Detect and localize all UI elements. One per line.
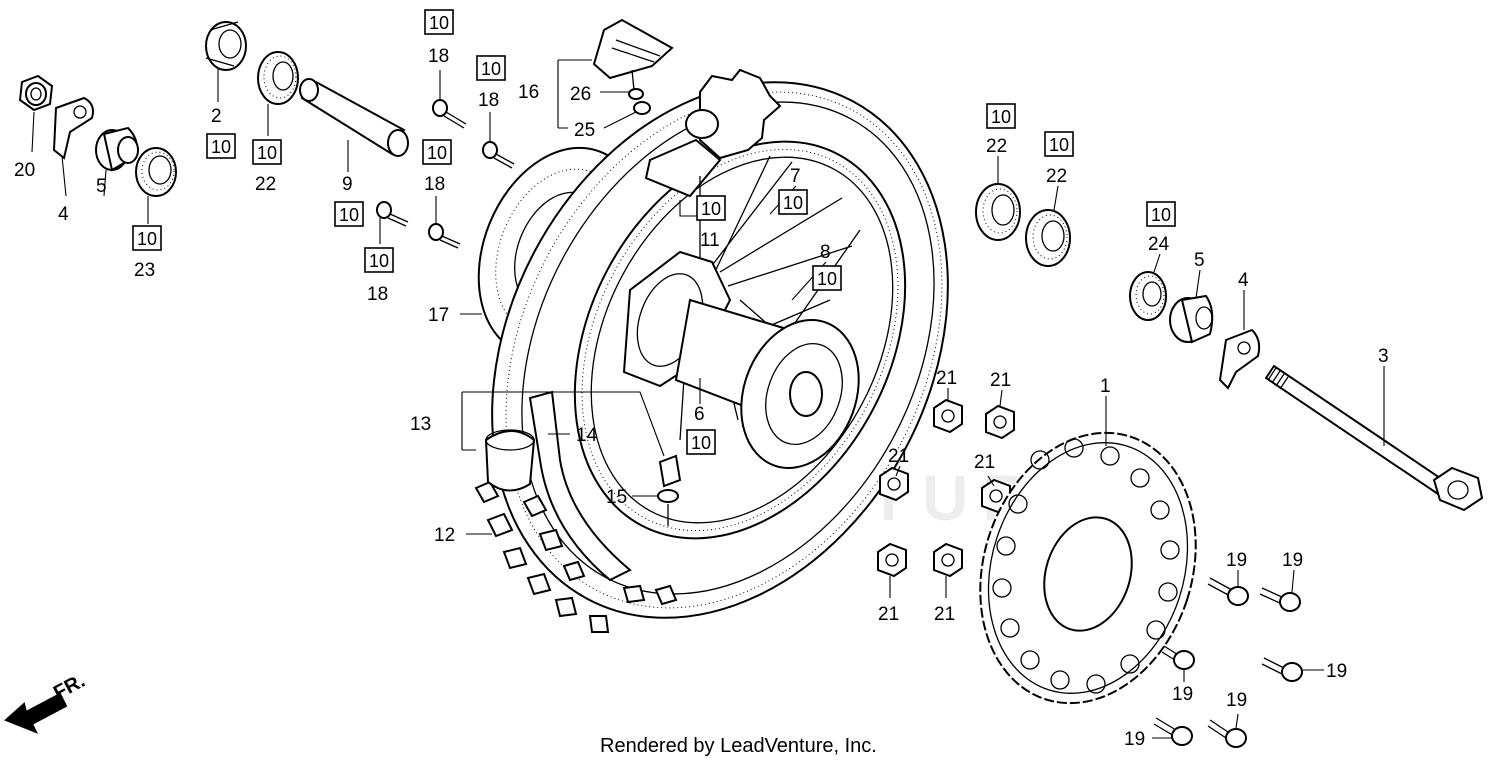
part-13-inner-tube [484, 429, 536, 492]
callout-21: 21 [974, 452, 995, 473]
callout-19: 19 [1124, 729, 1145, 750]
callout-11: 11 [700, 230, 720, 251]
callout-26: 26 [570, 84, 591, 105]
callout-19: 19 [1282, 550, 1303, 571]
callout-21: 21 [936, 368, 957, 389]
front-direction-arrow: FR. [4, 670, 89, 734]
callout-15: 15 [606, 487, 627, 508]
callout-14: 14 [576, 425, 598, 446]
part-14-rim-band [528, 390, 632, 582]
callout-16: 16 [518, 82, 539, 103]
svg-text:10: 10 [691, 433, 711, 453]
svg-text:10: 10 [369, 251, 389, 271]
callout-13: 13 [410, 414, 431, 435]
part-rim-lock-top [644, 68, 782, 198]
boxed-callout: 10 [778, 189, 808, 215]
callout-labels: 20 4 5 23 2 22 9 18 18 18 18 16 26 25 7 … [14, 46, 1389, 750]
callout-24: 24 [1148, 234, 1170, 255]
part-1-driven-sprocket [979, 431, 1197, 705]
part-5-collar-right [1169, 294, 1214, 344]
callout-4: 4 [1238, 270, 1249, 291]
part-9-distance-collar [299, 78, 409, 157]
boxed-callouts: 10 10 10 10 10 10 10 10 10 10 10 10 10 1… [132, 9, 1176, 455]
callout-8: 8 [820, 242, 831, 263]
boxed-callout: 10 [252, 139, 282, 165]
part-4-chain-adjuster-left [52, 96, 94, 160]
callout-2: 2 [211, 106, 222, 127]
callout-4: 4 [58, 204, 69, 225]
boxed-callout: 10 [986, 103, 1016, 129]
boxed-callout: 10 [812, 265, 842, 291]
callout-12: 12 [434, 525, 455, 546]
boxed-callout: 10 [686, 429, 716, 455]
callout-23: 23 [134, 260, 155, 281]
part-6-rear-wheel-hub [622, 250, 860, 469]
leader-lines [31, 59, 1385, 739]
svg-text:10: 10 [339, 205, 359, 225]
callout-9: 9 [342, 174, 353, 195]
svg-text:10: 10 [1049, 135, 1069, 155]
callout-17: 17 [428, 305, 449, 326]
part-5-collar-left [95, 126, 139, 172]
callout-18: 18 [424, 174, 445, 195]
part-22-bearing-right-a [975, 183, 1021, 241]
callout-19: 19 [1226, 550, 1247, 571]
svg-text:10: 10 [701, 199, 721, 219]
callout-22: 22 [986, 136, 1007, 157]
svg-text:10: 10 [1151, 205, 1171, 225]
part-19-sprocket-bolts [1153, 577, 1303, 748]
boxed-callout: 10 [476, 55, 506, 81]
boxed-callout: 10 [696, 195, 726, 221]
boxed-callout: 10 [206, 133, 236, 159]
part-23-bearing-left [135, 147, 177, 197]
callout-18: 18 [478, 90, 499, 111]
boxed-callout: 10 [132, 225, 162, 251]
part-20-axle-nut [18, 74, 54, 112]
svg-text:10: 10 [257, 143, 277, 163]
callout-18: 18 [428, 46, 449, 67]
boxed-callout: 10 [334, 201, 364, 227]
callout-5: 5 [96, 176, 107, 197]
boxed-callout: 10 [422, 139, 452, 165]
svg-text:10: 10 [427, 143, 447, 163]
callout-5: 5 [1194, 250, 1205, 271]
callout-6: 6 [694, 404, 705, 425]
svg-text:10: 10 [429, 13, 449, 33]
callout-1: 1 [1100, 376, 1111, 397]
svg-text:10: 10 [783, 193, 803, 213]
boxed-callout: 10 [364, 247, 394, 273]
footer-credit: Rendered by LeadVenture, Inc. [600, 735, 877, 757]
svg-text:10: 10 [211, 137, 231, 157]
svg-text:10: 10 [817, 269, 837, 289]
callout-21: 21 [934, 604, 955, 625]
callout-20: 20 [14, 160, 35, 181]
part-16-disc-protector [592, 18, 674, 115]
callout-21: 21 [878, 604, 899, 625]
callout-3: 3 [1378, 346, 1389, 367]
callout-19: 19 [1226, 690, 1247, 711]
callout-19: 19 [1326, 661, 1347, 682]
part-21-sprocket-nuts [877, 398, 1015, 578]
callout-21: 21 [888, 446, 909, 467]
callout-19: 19 [1172, 684, 1193, 705]
part-2-dust-seal [205, 21, 247, 71]
part-24-dust-seal-right [1129, 271, 1167, 321]
boxed-callout: 10 [1146, 201, 1176, 227]
callout-22: 22 [255, 174, 276, 195]
callout-22: 22 [1046, 166, 1067, 187]
callout-7: 7 [790, 166, 801, 187]
svg-text:10: 10 [991, 107, 1011, 127]
callout-18: 18 [367, 284, 388, 305]
svg-text:10: 10 [137, 229, 157, 249]
part-4-chain-adjuster-right [1218, 328, 1261, 390]
svg-text:10: 10 [481, 59, 501, 79]
part-22-bearing-left [257, 51, 299, 105]
boxed-callout: 10 [1044, 131, 1074, 157]
callout-21: 21 [990, 370, 1011, 391]
callout-25: 25 [574, 120, 595, 141]
part-3-rear-axle [1264, 364, 1484, 512]
boxed-callout: 10 [424, 9, 454, 35]
part-22-bearing-right-b [1025, 209, 1071, 267]
